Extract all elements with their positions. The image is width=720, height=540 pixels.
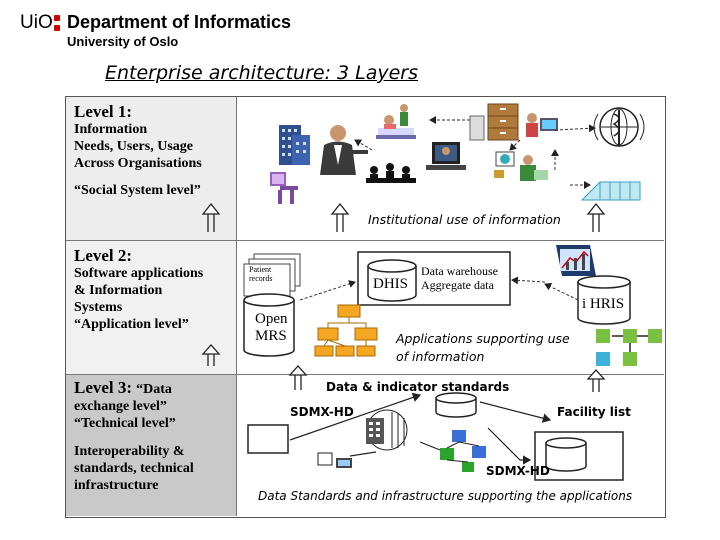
businessman-icon — [320, 125, 368, 175]
level3-line: exchange level” — [74, 398, 167, 414]
hospital-icon — [580, 181, 641, 201]
facility-list-database — [534, 431, 624, 481]
sdmx-hd-label-bottom: SDMX-HD — [486, 464, 550, 478]
level1-tag: “Social System level” — [74, 182, 201, 198]
double-arrow-l2-right — [586, 369, 606, 392]
laptop-user-icon — [426, 142, 466, 170]
meeting-icon — [366, 163, 416, 183]
bar-chart-icon — [556, 245, 596, 276]
level2-connectors — [299, 276, 579, 301]
double-arrow-l1-right — [586, 202, 606, 232]
level3-connectors — [289, 392, 552, 465]
department-name: Department of Informatics — [67, 12, 292, 32]
double-arrow-l2-mid — [288, 365, 308, 390]
who-emblem-icon — [593, 107, 645, 147]
dhis-box — [357, 251, 511, 306]
level-divider-1 — [66, 240, 664, 241]
computer-user-icon — [526, 113, 558, 137]
patient-records-doc — [243, 253, 301, 297]
level3-line: infrastructure — [74, 477, 159, 493]
sdmx-hd-label-top: SDMX-HD — [290, 405, 354, 419]
patient-records-line: Patient — [249, 265, 272, 274]
architecture-frame: Level 1: Information Needs, Users, Usage… — [65, 96, 666, 518]
patient-bed-icon — [376, 104, 416, 139]
data-warehouse-label: Data warehouse Aggregate data — [421, 264, 498, 293]
network-icon — [440, 430, 486, 472]
level3-line: Interoperability & — [74, 444, 185, 460]
level1-title: Level 1: — [74, 102, 133, 121]
logo-uio-text: UiO — [20, 12, 53, 33]
apps-supporting-line: of information — [396, 348, 485, 364]
patient-records-line: records — [249, 273, 273, 283]
dhis-label: DHIS — [373, 276, 409, 292]
double-arrow-l1-mid — [330, 202, 350, 232]
university-name: University of Oslo — [67, 34, 179, 49]
level3-line: “Technical level” — [74, 415, 176, 431]
layer-double-arrows — [201, 202, 606, 392]
calculator-icon — [366, 409, 408, 451]
sdmx-doc-box — [247, 424, 289, 454]
level-divider-2 — [66, 374, 664, 375]
logo-colon-mark — [53, 14, 61, 32]
workstation-small-icon — [317, 452, 352, 468]
level1-text: Level 1: Information Needs, Users, Usage… — [74, 102, 202, 200]
org-chart-icon — [314, 304, 378, 357]
facility-tree-icon — [596, 329, 662, 366]
nurse-icon — [520, 155, 548, 181]
openmrs-line: Open — [255, 311, 288, 327]
indicator-database — [435, 392, 477, 418]
openmrs-database — [243, 293, 295, 357]
computer-workstation-icon — [270, 172, 298, 204]
ihris-label: i HRIS — [582, 296, 625, 312]
level3-title: Level 3: — [74, 378, 133, 397]
apps-supporting-label: Applications supporting use of informati… — [396, 330, 570, 365]
institutional-use-label: Institutional use of information — [368, 212, 561, 227]
building-icon — [279, 125, 310, 165]
level2-line: “Application level” — [74, 316, 189, 332]
file-cabinet-icon — [469, 103, 519, 141]
openmrs-line: MRS — [255, 328, 287, 345]
level3-text: Level 3: “Data exchange level” “Technica… — [74, 378, 194, 495]
level1-line: Information — [74, 122, 148, 138]
double-arrow-l1-left — [201, 202, 221, 232]
slide-title: Enterprise architecture: 3 Layers — [105, 62, 419, 84]
data-warehouse-line: Data warehouse — [421, 264, 498, 278]
globe-icon — [494, 151, 515, 178]
data-indicator-standards-label: Data & indicator standards — [326, 380, 510, 394]
level2-line: & Information — [74, 283, 163, 299]
level2-line: Systems — [74, 299, 123, 315]
level2-title: Level 2: — [74, 246, 133, 265]
level3-title-suffix: “Data — [136, 382, 172, 397]
data-standards-label: Data Standards and infrastructure suppor… — [258, 489, 633, 503]
level1-connectors — [354, 116, 596, 189]
level3-band — [66, 374, 237, 516]
facility-list-label: Facility list — [557, 405, 631, 419]
level1-line: Needs, Users, Usage — [74, 139, 193, 155]
openmrs-label: Open MRS — [255, 311, 288, 346]
ihris-database — [577, 275, 631, 325]
level3-line: standards, technical — [74, 461, 194, 477]
patient-records-label: Patient records — [249, 265, 273, 284]
data-warehouse-line: Aggregate data — [421, 278, 494, 293]
apps-supporting-line: Applications supporting use — [396, 331, 570, 346]
double-arrow-l2-left — [201, 344, 221, 366]
level2-text: Level 2: Software applications & Informa… — [74, 246, 203, 334]
level2-line: Software applications — [74, 266, 204, 282]
level1-line: Across Organisations — [74, 155, 202, 171]
